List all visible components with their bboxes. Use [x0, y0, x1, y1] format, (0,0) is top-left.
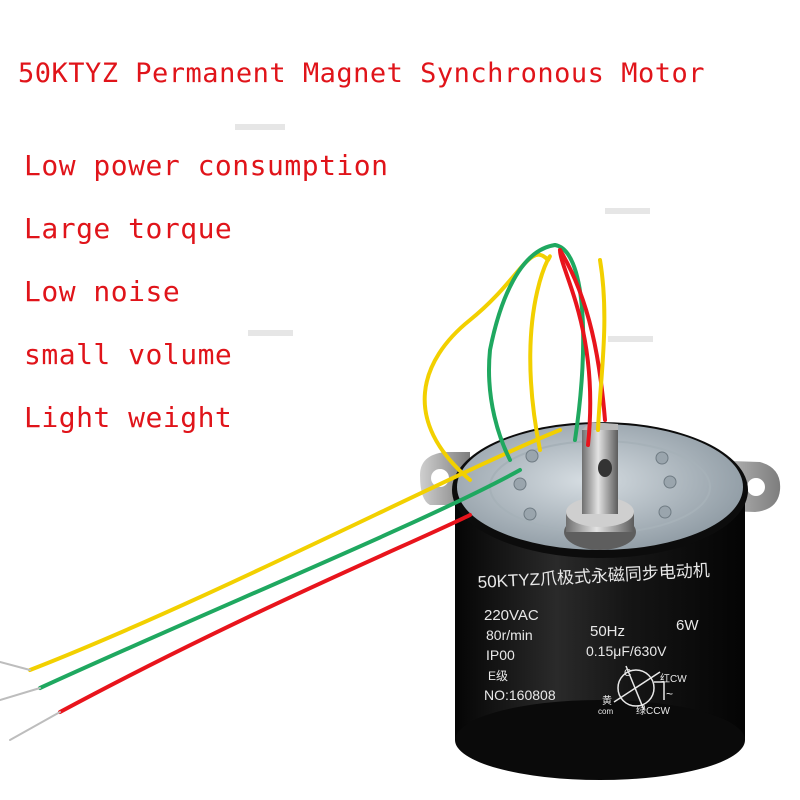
- feature-item: Large torque: [24, 212, 233, 245]
- feature-item: Low noise: [24, 275, 181, 308]
- watermark-marks: [235, 124, 653, 342]
- wiring-diagram: [613, 665, 665, 711]
- feature-item: small volume: [24, 338, 233, 371]
- label-insulation: E级: [488, 669, 508, 683]
- label-frequency: 50Hz: [590, 623, 625, 640]
- feature-list: Low power consumption Large torque Low n…: [24, 146, 389, 461]
- label-red-wire: 红CW: [660, 672, 687, 685]
- label-capacitor: 0.15μF/630V: [586, 643, 667, 659]
- label-capacitor-symbol: C: [624, 668, 631, 679]
- feature-item: Low power consumption: [24, 149, 389, 182]
- motor-shaft: [564, 422, 636, 550]
- page-title: 50KTYZ Permanent Magnet Synchronous Moto…: [18, 58, 705, 89]
- label-green-wire: 绿CCW: [636, 704, 670, 717]
- label-power: 6W: [676, 617, 699, 634]
- label-voltage: 220VAC: [484, 607, 539, 624]
- label-protection: IP00: [486, 647, 515, 663]
- label-serial: NO:160808: [484, 687, 556, 703]
- motor-body: [452, 422, 748, 780]
- feature-item: Light weight: [24, 401, 233, 434]
- lead-wires: [0, 243, 607, 741]
- label-com: com: [598, 707, 613, 716]
- label-ac-symbol: ~: [666, 687, 673, 701]
- label-speed: 80r/min: [486, 627, 533, 643]
- label-yellow-wire: 黄: [602, 694, 612, 707]
